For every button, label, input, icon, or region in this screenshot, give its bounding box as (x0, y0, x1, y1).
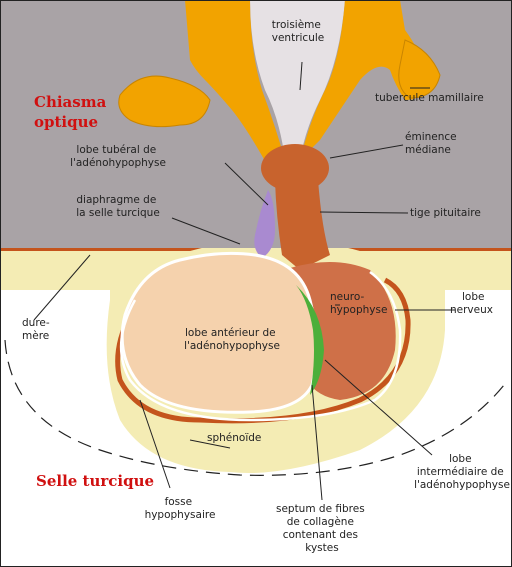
label-dura-line1: dure- (22, 317, 50, 329)
label-septum-line1: septum de fibres (276, 503, 365, 515)
label-neuro-line2: hypophyse (330, 304, 387, 316)
label-neuro-line1: neuro- (330, 291, 364, 303)
label-fosse-line1: fosse (165, 496, 193, 508)
label-anterior-lobe: lobe antérieur de l'adénohypophyse (184, 327, 280, 352)
label-mamillary: tubercule mamillaire (375, 92, 484, 104)
label-anterior-line1: lobe antérieur de (185, 327, 276, 339)
label-diaphragm-line1: diaphragme de (76, 194, 156, 206)
label-septum-line4: kystes (305, 542, 338, 554)
label-sphenoid: sphénoïde (207, 432, 261, 444)
label-third-ventricle-line1: troisième (272, 19, 321, 31)
label-chiasma-line2: optique (34, 113, 98, 131)
label-intermediate-line3: l'adénohypophyse (414, 479, 510, 491)
label-third-ventricle-line2: ventricule (272, 32, 325, 44)
label-nerveux-line1: lobe (462, 291, 484, 303)
label-eminence-line2: médiane (405, 144, 451, 156)
label-dura-line2: mère (22, 330, 49, 342)
label-third-ventricle: troisième ventricule (272, 19, 325, 44)
label-fosse-line2: hypophysaire (145, 509, 216, 521)
label-chiasma-line1: Chiasma (34, 93, 107, 111)
label-intermediate-line2: intermédiaire de (417, 466, 504, 478)
label-dura-mater: dure- mère (22, 317, 53, 342)
label-tuberal-line1: lobe tubéral de (76, 144, 156, 156)
label-tuberal-part: lobe tubéral de l'adénohypophyse (70, 144, 166, 169)
label-intermediate-line1: lobe (449, 453, 471, 465)
label-pituitary-stalk: tige pituitaire (410, 207, 481, 219)
label-diaphragm: diaphragme de la selle turcique (76, 194, 160, 219)
label-septum-line2: de collagène (287, 516, 354, 528)
label-tuberal-line2: l'adénohypophyse (70, 157, 166, 169)
label-anterior-line2: l'adénohypophyse (184, 340, 280, 352)
label-diaphragm-line2: la selle turcique (76, 207, 160, 219)
label-nerveux-line2: nerveux (450, 304, 493, 316)
label-septum-line3: contenant des (283, 529, 358, 541)
label-eminence-line1: éminence (405, 131, 457, 143)
label-selle-turcique: Selle turcique (36, 472, 154, 490)
